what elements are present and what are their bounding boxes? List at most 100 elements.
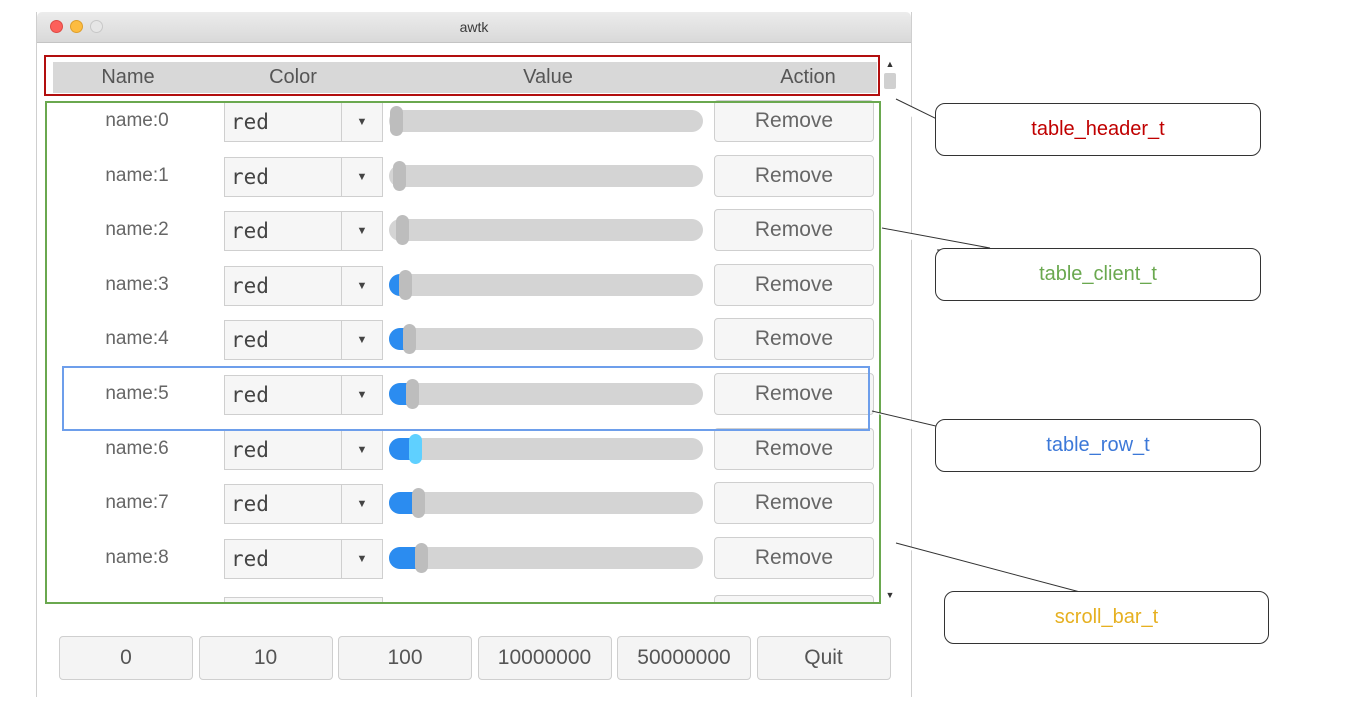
color-combo-box[interactable]: red ▼ (224, 266, 383, 306)
column-header-action: Action (780, 66, 836, 88)
dropdown-arrow-icon[interactable]: ▼ (341, 431, 382, 469)
dropdown-arrow-icon[interactable]: ▼ (341, 376, 382, 414)
value-slider-knob[interactable] (393, 161, 406, 191)
value-slider-knob[interactable] (399, 270, 412, 300)
dropdown-arrow-icon[interactable]: ▼ (341, 540, 382, 578)
color-combo-value: red (231, 110, 269, 134)
row-name: name:2 (105, 219, 169, 240)
value-slider-knob[interactable] (406, 379, 419, 409)
value-slider[interactable] (389, 543, 703, 573)
row-name: name:5 (105, 383, 169, 404)
set-0-button[interactable]: 0 (59, 636, 193, 680)
value-slider-knob[interactable] (412, 488, 425, 518)
color-combo-value: red (231, 383, 269, 407)
color-combo-value: red (231, 165, 269, 189)
table-row: name:4 red ▼ Remove (47, 318, 879, 372)
value-slider[interactable] (389, 106, 703, 136)
color-combo-box[interactable]: red ▼ (224, 102, 383, 142)
row-name: name:1 (105, 165, 169, 186)
set-50000000-button[interactable]: 50000000 (617, 636, 751, 680)
color-combo-value: red (231, 219, 269, 243)
color-combo-box[interactable]: red ▼ (224, 375, 383, 415)
column-header-color: Color (269, 66, 317, 88)
remove-button[interactable]: Remove (714, 318, 874, 360)
remove-button[interactable]: Remove (714, 428, 874, 470)
remove-button[interactable]: Remove (714, 209, 874, 251)
value-slider[interactable] (389, 270, 703, 300)
callout-table-client: table_client_t (935, 248, 1261, 301)
remove-button[interactable]: Remove (714, 537, 874, 579)
value-slider[interactable] (389, 434, 703, 464)
value-slider-knob[interactable] (415, 543, 428, 573)
minimize-window-button[interactable] (70, 20, 83, 33)
color-combo-box[interactable]: red ▼ (224, 430, 383, 470)
table-row: name:8 red▼ Remove (47, 537, 879, 591)
value-slider-fill (389, 492, 418, 514)
color-combo-box[interactable]: red▼ (224, 539, 383, 579)
dropdown-arrow-icon[interactable]: ▼ (341, 212, 382, 250)
row-name: name:6 (105, 438, 169, 459)
table-row: name:5 red ▼ Remove (47, 373, 879, 427)
title-bar: awtk (37, 12, 911, 43)
color-combo-box[interactable]: red ▼ (224, 211, 383, 251)
remove-button[interactable]: Remove (714, 373, 874, 415)
close-window-button[interactable] (50, 20, 63, 33)
set-100-button[interactable]: 100 (338, 636, 472, 680)
remove-button[interactable]: Remove (714, 155, 874, 197)
value-slider-knob[interactable] (396, 215, 409, 245)
color-combo-partial[interactable] (224, 597, 383, 604)
color-combo-box[interactable]: red ▼ (224, 157, 383, 197)
callout-table-row: table_row_t (935, 419, 1261, 472)
value-slider-fill (389, 547, 421, 569)
remove-button[interactable]: Remove (714, 100, 874, 142)
value-slider-fill (389, 438, 415, 460)
set-10000000-button[interactable]: 10000000 (477, 636, 612, 680)
value-slider[interactable] (389, 488, 703, 518)
value-slider-knob[interactable] (390, 106, 403, 136)
remove-button[interactable]: Remove (714, 482, 874, 524)
value-slider[interactable] (389, 215, 703, 245)
dropdown-arrow-icon[interactable]: ▼ (341, 321, 382, 359)
color-combo-value: red (231, 438, 269, 462)
row-name: name:0 (105, 110, 169, 131)
scrollbar-thumb[interactable] (884, 73, 896, 89)
table-client-highlight (45, 101, 881, 604)
table-row: name:2 red ▼ Remove (47, 209, 879, 263)
color-combo-value: red (231, 492, 269, 516)
color-combo-value: red (231, 274, 269, 298)
value-slider-knob[interactable] (403, 324, 416, 354)
scroll-up-arrow-icon[interactable]: ▲ (885, 59, 895, 69)
value-slider[interactable] (389, 161, 703, 191)
dropdown-arrow-icon[interactable]: ▼ (341, 267, 382, 305)
color-combo-box[interactable]: red ▼ (224, 484, 383, 524)
remove-button-partial[interactable] (714, 595, 874, 604)
color-combo-value: red (231, 328, 269, 352)
row-name: name:7 (105, 492, 169, 513)
table-header: Name Color Value Action (53, 62, 877, 93)
table-scrollbar[interactable]: ▲ ▼ (882, 57, 898, 602)
dropdown-arrow-icon[interactable]: ▼ (341, 103, 382, 141)
remove-button[interactable]: Remove (714, 264, 874, 306)
dropdown-arrow-icon[interactable]: ▼ (341, 158, 382, 196)
value-slider[interactable] (389, 324, 703, 354)
window-title: awtk (459, 19, 489, 35)
color-combo-box[interactable]: red ▼ (224, 320, 383, 360)
table-row-highlight (62, 366, 870, 431)
table-header-highlight (44, 55, 880, 96)
maximize-window-button[interactable] (90, 20, 103, 33)
callout-scroll-bar: scroll_bar_t (944, 591, 1269, 644)
dropdown-arrow-icon[interactable]: ▼ (341, 485, 382, 523)
quit-button[interactable]: Quit (756, 636, 891, 680)
row-name: name:8 (105, 547, 169, 568)
table-row: name:7 red ▼ Remove (47, 482, 879, 536)
value-slider[interactable] (389, 379, 703, 409)
column-header-value: Value (523, 66, 573, 88)
row-name: name:4 (105, 328, 169, 349)
set-10-button[interactable]: 10 (198, 636, 333, 680)
table-row: name:6 red ▼ Remove (47, 428, 879, 482)
scroll-down-arrow-icon[interactable]: ▼ (885, 590, 895, 600)
value-slider-knob[interactable] (409, 434, 422, 464)
callout-table-header: table_header_t (935, 103, 1261, 156)
